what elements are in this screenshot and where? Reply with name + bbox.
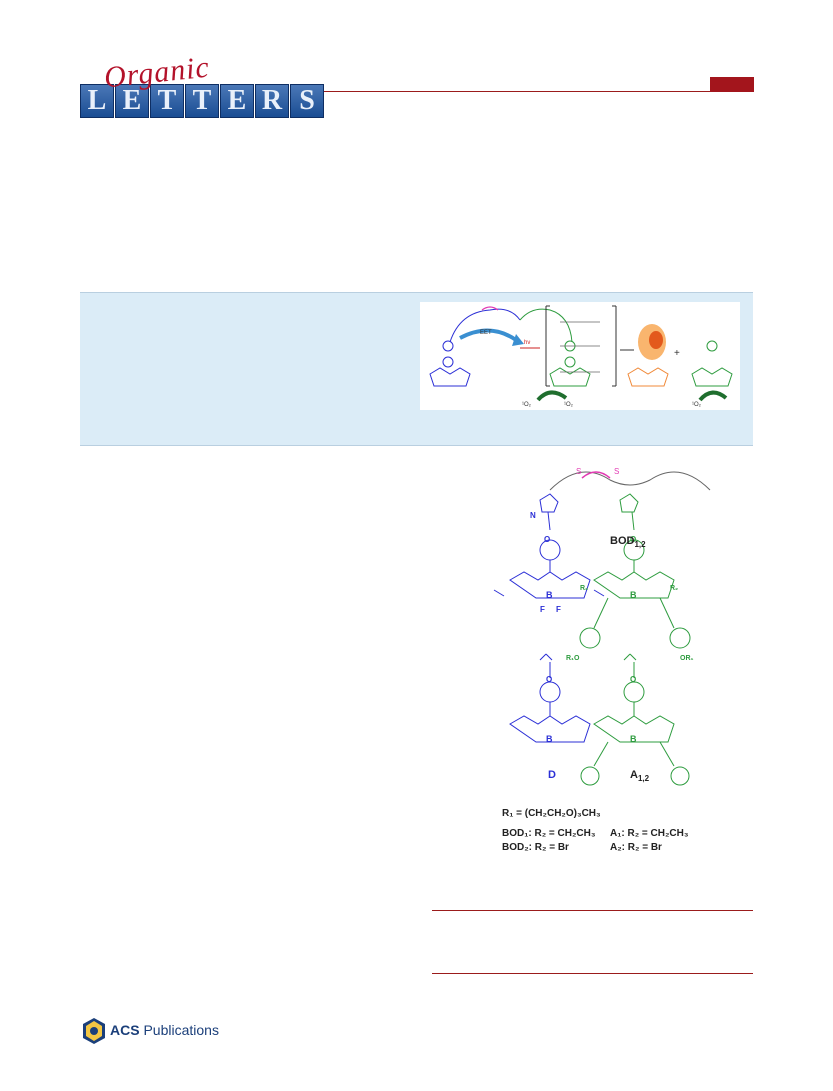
masthead-letter: T — [185, 84, 219, 118]
disulfide-linker — [581, 471, 611, 479]
masthead-letter: E — [220, 84, 254, 118]
donor-nitrogen-label: N — [530, 511, 536, 520]
r1-definition: R₁ = (CH₂CH₂O)₃CH₃ — [502, 808, 601, 819]
toc-hv-label: hν — [524, 340, 530, 346]
bod1-definition: BOD₁: R₂ = CH₂CH₃ — [502, 828, 596, 839]
structures-svg: S S N O B F F O B R₂ — [493, 467, 711, 853]
header-tab — [710, 77, 754, 92]
d-oxygen-label: O — [546, 675, 552, 684]
journal-masthead: L E T T E R S — [80, 62, 325, 120]
a-label: A1,2 — [630, 769, 650, 783]
masthead-letter: T — [150, 84, 184, 118]
acceptor-r1o-label: R₁O — [566, 655, 580, 662]
acceptor-oxygen-label: O — [630, 535, 636, 544]
bod-label: BOD1,2 — [610, 535, 646, 549]
toc-products: + ¹O₂ — [627, 324, 733, 408]
donor-fluorine-label: F — [556, 605, 561, 614]
section-divider — [432, 973, 753, 974]
acceptor-r2-label: R₂ — [670, 585, 678, 592]
toc-intermediates — [545, 305, 617, 387]
acs-hexagon-icon — [83, 1018, 105, 1044]
section-divider — [432, 910, 753, 911]
sulfur-label: S — [614, 467, 619, 476]
a2-definition: A₂: R₂ = Br — [610, 842, 662, 853]
acceptor-r2-label: R₂ — [580, 585, 588, 592]
toc-graphic-svg: EET ¹O₂ ¹O₂ hν + ¹O₂ — [429, 305, 733, 408]
donor-oxygen-label: O — [544, 535, 550, 544]
masthead-letter: E — [115, 84, 149, 118]
bod-donor-structure — [493, 493, 605, 599]
acs-logo — [80, 1016, 220, 1046]
masthead-letter: R — [255, 84, 289, 118]
d-label: D — [548, 769, 556, 781]
toc-donor-acceptor: EET ¹O₂ ¹O₂ — [429, 306, 591, 408]
acs-publications-text[interactable]: ACS Publications — [110, 1022, 219, 1038]
toc-plus: + — [674, 348, 680, 359]
a1-definition: A₁: R₂ = CH₂CH₃ — [610, 828, 689, 839]
donor-d-structure — [509, 653, 591, 743]
donor-boron-label: B — [546, 590, 553, 600]
header-rule — [324, 91, 754, 92]
masthead-letter: S — [290, 84, 324, 118]
linker-chain — [549, 471, 711, 491]
masthead-letter: L — [80, 84, 114, 118]
acceptor-or1-label: OR₁ — [680, 655, 694, 662]
bod2-definition: BOD₂: R₂ = Br — [502, 842, 569, 853]
acs-publications-label: Publications — [143, 1022, 219, 1038]
a-oxygen-label: O — [630, 675, 636, 684]
toc-singlet-oxygen-right-a: ¹O₂ — [564, 402, 574, 408]
acs-brand: ACS — [110, 1022, 140, 1038]
acceptor-boron-label: B — [630, 590, 637, 600]
toc-eet-label: EET — [480, 330, 492, 336]
sulfur-label: S — [576, 467, 581, 476]
structures-figure: S S N O B F F O B R₂ — [490, 460, 750, 860]
d-boron-label: B — [546, 734, 553, 744]
acceptor-a-structure — [580, 653, 690, 786]
bod-acceptor-structure — [579, 493, 691, 649]
toc-graphic: EET ¹O₂ ¹O₂ hν + ¹O₂ — [420, 302, 740, 410]
toc-singlet-oxygen-right: ¹O₂ — [692, 402, 702, 408]
donor-fluorine-label: F — [540, 605, 545, 614]
a-boron-label: B — [630, 734, 637, 744]
toc-singlet-oxygen-left: ¹O₂ — [522, 402, 532, 408]
